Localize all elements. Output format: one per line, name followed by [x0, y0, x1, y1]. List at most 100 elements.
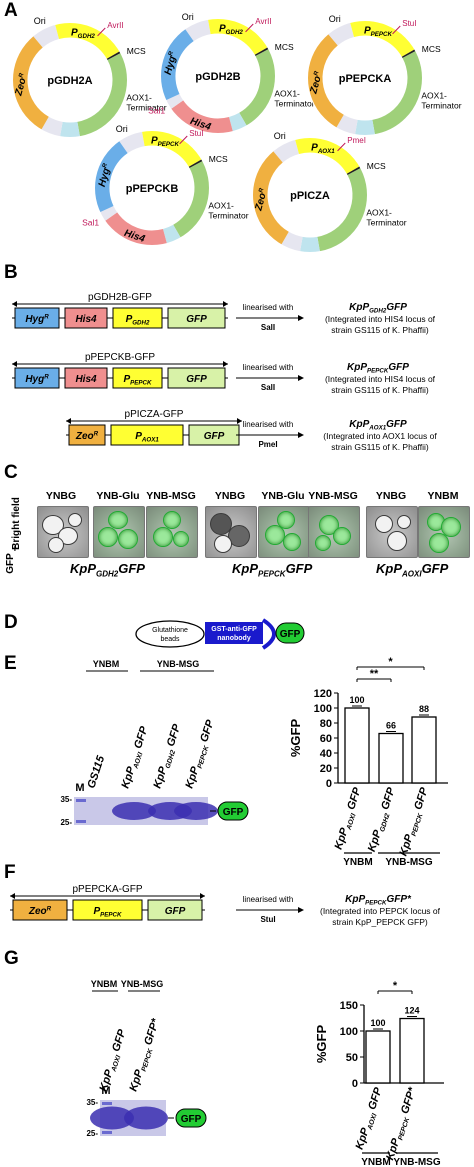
construct-box-label: GFP — [186, 314, 207, 325]
micrograph-pepck-ynb-glu — [258, 506, 310, 558]
terminator-label-1: AOX1- — [421, 91, 447, 101]
gel-group-ynbm: YNBM — [93, 659, 120, 669]
ori-segment — [273, 139, 300, 163]
marker-band-25 — [102, 1131, 112, 1134]
y-tick-label: 120 — [314, 688, 332, 700]
mcs-tick — [188, 159, 203, 169]
gst-label-2: nanobody — [217, 635, 251, 642]
micrograph-gdh2-ynbg — [37, 506, 89, 558]
integration-note-1: (Integrated into HIS4 locus of — [325, 314, 436, 324]
terminator-label-2: Terminator — [274, 99, 314, 109]
construct-box-label: PAOX1 — [135, 431, 159, 444]
terminator-label-2: Terminator — [126, 103, 166, 113]
panel-letter-b: B — [4, 262, 18, 283]
y-tick-label: 0 — [326, 778, 332, 790]
terminator-segment — [317, 168, 368, 252]
plasmid-name: pPEPCKB — [126, 183, 179, 195]
linearised-label: linearised with — [243, 363, 294, 372]
terminator-segment — [172, 161, 210, 238]
ring-outline — [94, 130, 210, 246]
site-label: AvrII — [107, 21, 123, 30]
promoter-segment — [295, 137, 360, 175]
glutathione-beads — [135, 620, 205, 648]
lane-label: KpPGDH2 GFP — [151, 722, 185, 790]
marker-segment — [94, 140, 128, 213]
nanobody-arc — [261, 618, 276, 650]
ori-label: Ori — [329, 14, 341, 24]
lane-label: KpPAOXI GFP — [119, 724, 152, 790]
construct-box-zeo — [12, 899, 68, 921]
y-tick-label: 80 — [320, 718, 332, 730]
side-label-gfp: GFP — [4, 553, 16, 574]
span-arrow-left — [10, 893, 15, 899]
strain-name: KpPPEPCKGFP* — [345, 894, 412, 907]
construct-box-label: GFP — [186, 374, 207, 385]
panel-letter-d: D — [4, 612, 18, 633]
construct-box-label: GFP — [204, 431, 225, 442]
ring-outline — [160, 18, 276, 134]
sal1-label: Sal1 — [148, 105, 165, 115]
category-label: KpPPEPCK GFP — [397, 786, 433, 859]
mcs-tick — [401, 49, 416, 59]
site-tick — [245, 23, 254, 33]
construct-box-hyg — [14, 367, 60, 389]
mw-35: 35- — [60, 795, 72, 804]
terminator-label-1: AOX1- — [208, 201, 234, 211]
promoter-label: PGDH2 — [71, 28, 95, 41]
category-label: KpPGDH2 GFP — [366, 786, 400, 854]
strain-name: KpPPEPCKGFP — [347, 362, 409, 375]
ori-label: Ori — [182, 12, 194, 22]
bar-value-label: 88 — [419, 704, 429, 714]
ori-label: Ori — [274, 131, 286, 141]
panel-letter-a: A — [4, 0, 18, 21]
construct-box-label: PPEPCK — [94, 906, 123, 919]
strain-label-pepck: KpPPEPCKGFP — [232, 561, 313, 579]
site-tick — [97, 27, 106, 37]
linearised-label: linearised with — [243, 303, 294, 312]
header-ynbg-2: YNBG — [214, 490, 246, 502]
integration-note-2: strain KpP_PEPCK GFP) — [332, 917, 428, 927]
mcs-label: MCS — [422, 44, 441, 54]
micrograph-pepck-ynbg — [205, 506, 257, 558]
micrograph-gdh2-ynb-msg — [146, 506, 198, 558]
spacer-segment — [228, 112, 247, 132]
site-tick — [179, 135, 188, 145]
site-tick — [337, 142, 346, 152]
gel-band — [174, 802, 218, 820]
integration-note-1: (Integrated into HIS4 locus of — [325, 374, 436, 384]
construct-box-label: GFP — [165, 906, 186, 917]
construct-box-his4 — [64, 367, 108, 389]
marker-label: ZeoR — [253, 187, 270, 213]
terminator-segment — [372, 51, 423, 135]
his4-segment — [104, 212, 167, 246]
gap-segment — [281, 231, 303, 252]
integration-note-2: strain GS115 of K. Phaffii) — [331, 442, 429, 452]
construct-box-label: His4 — [75, 374, 97, 385]
gfp-pill-label: GFP — [181, 1114, 202, 1125]
panel-letter-c: C — [4, 462, 18, 483]
bar — [378, 732, 404, 784]
ring-outline — [307, 20, 423, 136]
site-label: StuI — [189, 129, 203, 138]
lane-label: GS115 — [85, 754, 107, 790]
group-label: YNBM — [361, 1157, 390, 1167]
construct-box-label: ZeoR — [28, 906, 52, 918]
gel-band — [124, 1106, 168, 1130]
header-ynb-msg-2: YNB-MSG — [308, 490, 358, 502]
span-arrow-left — [12, 301, 17, 307]
bar-value-label: 100 — [370, 1018, 385, 1028]
mcs-label: MCS — [209, 154, 228, 164]
strain-name: KpPAOX1GFP — [349, 419, 407, 432]
strain-label-aox1: KpPAOXIGFP — [376, 561, 449, 579]
span-arrow-right — [200, 893, 205, 899]
gel-band — [112, 802, 156, 820]
marker-segment — [160, 28, 194, 101]
gst-nanobody-box — [205, 622, 263, 644]
linearise-arrowhead — [298, 432, 304, 438]
gfp-pill — [175, 1108, 207, 1128]
span-arrow-left — [66, 418, 71, 424]
